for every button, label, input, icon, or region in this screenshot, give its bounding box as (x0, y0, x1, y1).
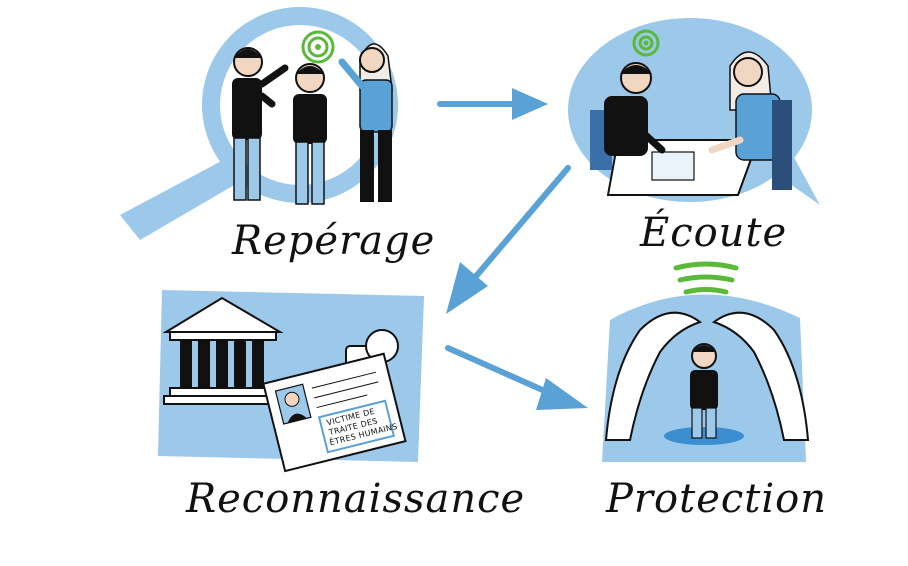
person-woman-icon (338, 43, 393, 202)
person-child-icon (690, 343, 718, 439)
step-label-ecoute: Écoute (640, 210, 788, 256)
signal-waves-icon (673, 261, 739, 295)
person-man-icon (232, 47, 289, 201)
step-label-protection: Protection (606, 476, 827, 522)
step-protection-illustration (602, 261, 810, 462)
arrow-icon (446, 165, 571, 314)
arrow-icon (445, 345, 588, 410)
step-label-reperage: Repérage (232, 218, 436, 264)
step-label-reconnaissance: Reconnaissance (186, 476, 526, 522)
signal-icon (632, 29, 660, 57)
person-woman-icon (708, 51, 792, 190)
document-icon: VICTIME DE TRAITE DES ÊTRES HUMAINS (262, 352, 407, 473)
person-child-icon (293, 63, 327, 205)
person-child-icon (590, 62, 666, 170)
signal-icon (301, 30, 335, 64)
courthouse-icon (162, 296, 284, 405)
step-reperage-illustration (120, 7, 398, 240)
protecting-hands-icon (604, 311, 810, 441)
step-reconnaissance-illustration: VICTIME DE TRAITE DES ÊTRES HUMAINS (158, 290, 424, 473)
step-ecoute-illustration (568, 18, 820, 205)
arrow-icon (437, 88, 548, 120)
